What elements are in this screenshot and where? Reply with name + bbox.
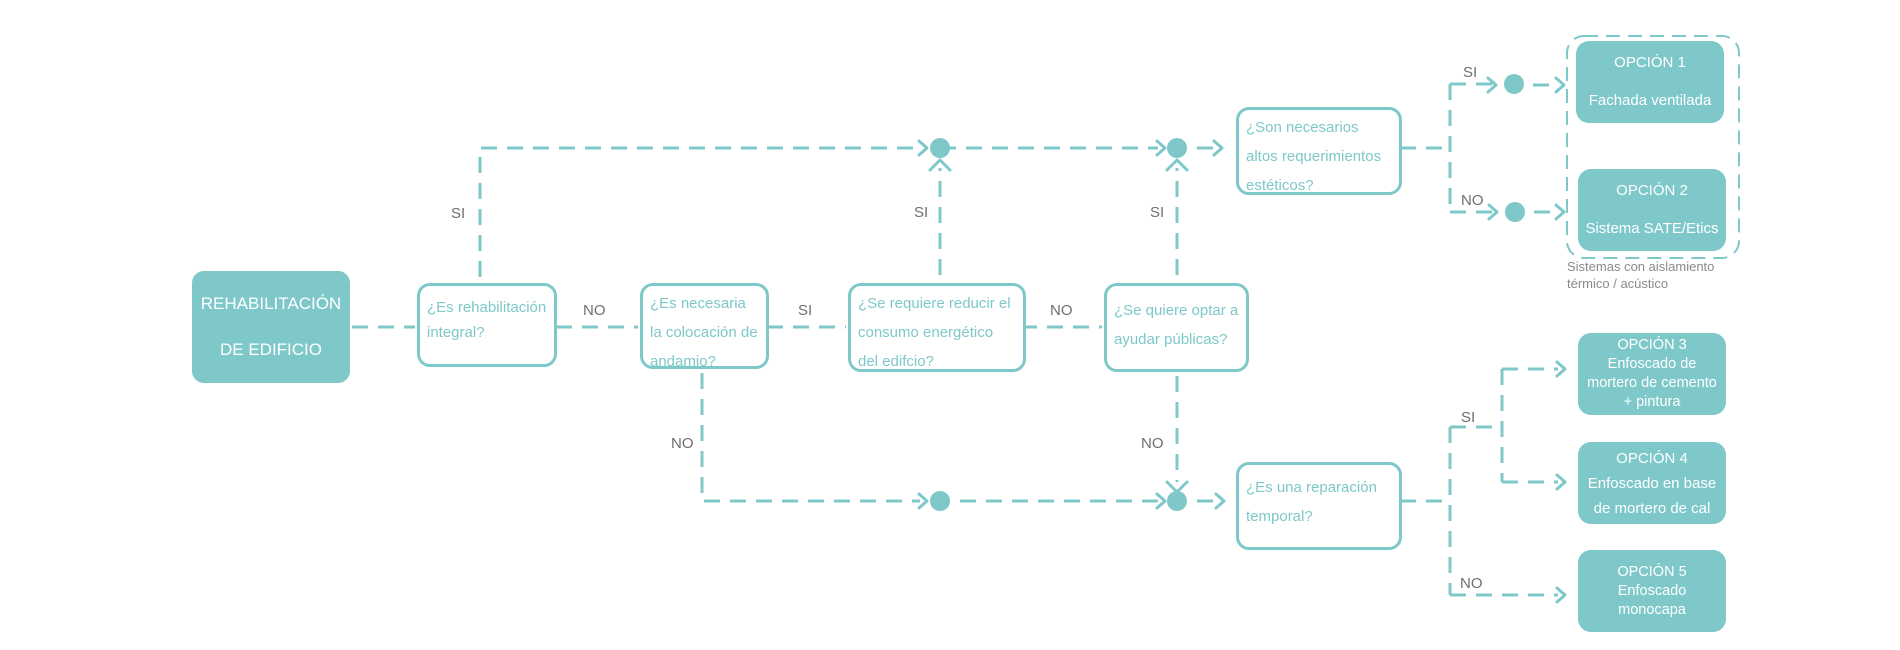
junction-dot-d bbox=[1167, 491, 1187, 511]
question-requerimientos-esteticos: ¿Son necesarios altos requerimientos est… bbox=[1236, 107, 1402, 195]
option-2-text: Sistema SATE/Etics bbox=[1585, 220, 1719, 237]
edge-label-q4-si: SI bbox=[1150, 204, 1165, 221]
connector-q2-no bbox=[700, 373, 920, 503]
arrowhead-to-o3 bbox=[1555, 360, 1567, 378]
option-4: OPCIÓN 4 Enfoscado en base de mortero de… bbox=[1578, 442, 1726, 524]
connector-q5-branch bbox=[1400, 82, 1497, 214]
option-2: OPCIÓN 2 Sistema SATE/Etics bbox=[1578, 169, 1726, 251]
arrowhead-to-o2-dot bbox=[1487, 203, 1499, 221]
question-colocacion-andamio: ¿Es necesaria la colocación de andamio? bbox=[640, 283, 769, 370]
question-requerimientos-esteticos-text: ¿Son necesarios altos requerimientos est… bbox=[1246, 119, 1382, 194]
arrowhead-to-q6 bbox=[1214, 492, 1226, 510]
junction-dot-si bbox=[1504, 74, 1524, 94]
edge-label-q2-no: NO bbox=[671, 435, 694, 452]
option-group-note-text: Sistemas con aislamiento térmico / acúst… bbox=[1567, 259, 1715, 291]
arrowhead-to-o2 bbox=[1554, 203, 1566, 221]
option-group-box bbox=[1566, 35, 1740, 259]
option-2-title: OPCIÓN 2 bbox=[1616, 182, 1688, 199]
edge-label-q3-no: NO bbox=[1050, 302, 1073, 319]
connector-q1-si bbox=[478, 146, 920, 277]
option-3-title: OPCIÓN 3 bbox=[1617, 337, 1687, 353]
edge-label-q3-si: SI bbox=[914, 204, 929, 221]
option-5: OPCIÓN 5 Enfoscado monocapa bbox=[1578, 550, 1726, 632]
arrowhead-to-jb bbox=[1155, 139, 1167, 157]
edge-label-q1-si: SI bbox=[451, 205, 466, 222]
arrowhead-to-jc bbox=[917, 492, 929, 510]
question-colocacion-andamio-text: ¿Es necesaria la colocación de andamio? bbox=[650, 295, 758, 370]
option-3-text: Enfoscado de mortero de cemento + pintur… bbox=[1587, 356, 1717, 410]
edge-label-q2-si: SI bbox=[798, 302, 813, 319]
option-1-text: Fachada ventilada bbox=[1588, 92, 1712, 109]
question-ayudas-publicas-text: ¿Se quiere optar a ayudar públicas? bbox=[1114, 302, 1239, 348]
option-group-note: Sistemas con aislamiento térmico / acúst… bbox=[1567, 258, 1737, 292]
option-5-text: Enfoscado monocapa bbox=[1617, 582, 1687, 618]
edge-label-q5-si: SI bbox=[1463, 64, 1478, 81]
arrowhead-to-o1-dot bbox=[1486, 76, 1498, 94]
arrowhead-up-jb bbox=[1165, 158, 1189, 172]
arrowhead-to-o4 bbox=[1555, 473, 1567, 491]
junction-dot-c bbox=[930, 491, 950, 511]
question-reparacion-temporal-text: ¿Es una reparación temporal? bbox=[1246, 479, 1377, 525]
start-node: REHABILITACIÓN DE EDIFICIO bbox=[192, 271, 350, 383]
junction-dot-b bbox=[1167, 138, 1187, 158]
junction-dot-a bbox=[930, 138, 950, 158]
junction-dot-no bbox=[1505, 202, 1525, 222]
edge-label-q1-no: NO bbox=[583, 302, 606, 319]
question-consumo-energetico: ¿Se requiere reducir el consumo energéti… bbox=[848, 283, 1026, 372]
connector-q6-branch bbox=[1400, 367, 1558, 597]
option-1: OPCIÓN 1 Fachada ventilada bbox=[1576, 41, 1724, 123]
option-3: OPCIÓN 3 Enfoscado de mortero de cemento… bbox=[1578, 333, 1726, 415]
arrowhead-to-o1 bbox=[1554, 76, 1566, 94]
question-ayudas-publicas: ¿Se quiere optar a ayudar públicas? bbox=[1104, 283, 1249, 372]
start-node-line2: DE EDIFICIO bbox=[219, 340, 322, 359]
arrowhead-to-jd bbox=[1155, 492, 1167, 510]
question-rehabilitacion-integral: ¿Es rehabilitación integral? bbox=[417, 283, 557, 367]
arrowhead-to-o5 bbox=[1555, 586, 1567, 604]
arrowhead-up-ja bbox=[928, 158, 952, 172]
edge-label-q6-no: NO bbox=[1460, 575, 1483, 592]
arrowhead-to-q5 bbox=[1212, 139, 1224, 157]
option-1-title: OPCIÓN 1 bbox=[1614, 54, 1686, 71]
question-reparacion-temporal: ¿Es una reparación temporal? bbox=[1236, 462, 1402, 550]
question-consumo-energetico-text: ¿Se requiere reducir el consumo energéti… bbox=[858, 295, 1011, 370]
arrowhead-down-jd bbox=[1165, 480, 1189, 494]
edge-label-q5-no: NO bbox=[1461, 192, 1484, 209]
arrowhead-to-ja bbox=[917, 139, 929, 157]
option-4-text: Enfoscado en base de mortero de cal bbox=[1587, 474, 1717, 517]
start-node-line1: REHABILITACIÓN bbox=[200, 294, 342, 313]
option-4-title: OPCIÓN 4 bbox=[1616, 449, 1688, 467]
edge-label-q6-si: SI bbox=[1461, 409, 1476, 426]
edge-label-q4-no: NO bbox=[1141, 435, 1164, 452]
option-5-title: OPCIÓN 5 bbox=[1617, 563, 1687, 580]
question-rehabilitacion-integral-text: ¿Es rehabilitación integral? bbox=[427, 299, 547, 341]
